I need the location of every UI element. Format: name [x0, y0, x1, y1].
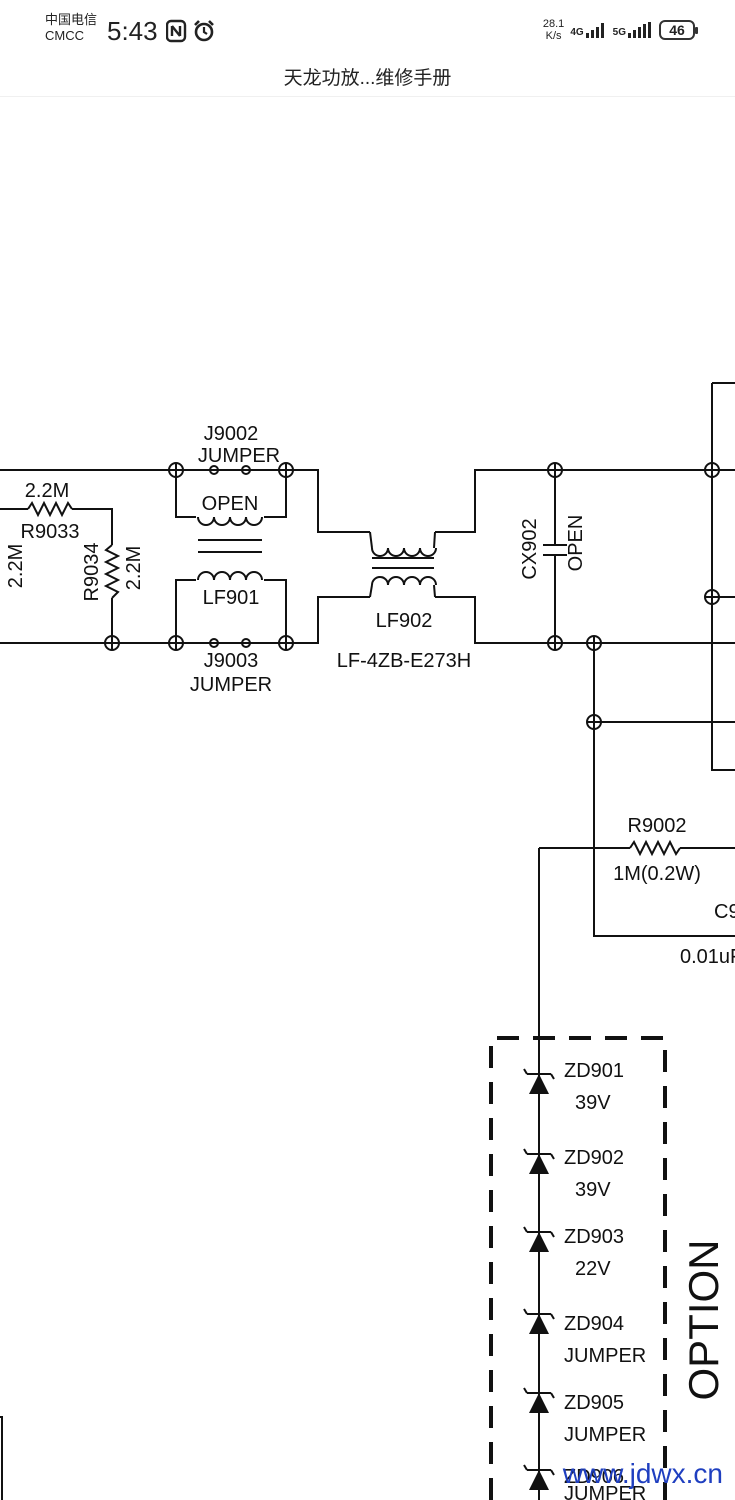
net-4g-label: 4G: [570, 27, 584, 38]
net-speed: 28.1 K/s: [543, 18, 564, 42]
zener-diode-icon: [523, 1068, 555, 1094]
zd901-value: 39V: [575, 1092, 611, 1114]
zd901-ref: ZD901: [564, 1060, 624, 1082]
nfc-icon: [165, 19, 187, 43]
left-resistor-value: 2.2M: [5, 544, 27, 588]
zd904-ref: ZD904: [564, 1313, 624, 1335]
r9034-value: 2.2M: [123, 546, 145, 590]
zener-diodes: [523, 1068, 555, 1490]
page-title: 天龙功放...维修手册: [283, 68, 452, 89]
option-boundary: [489, 1036, 667, 1500]
signal-5g: 5G: [613, 22, 653, 38]
resistor-symbols: [27, 500, 681, 857]
schematic-wires: [0, 382, 735, 1500]
zd904-value: JUMPER: [564, 1345, 646, 1367]
net-speed-unit: K/s: [545, 30, 562, 42]
r9002-ref: R9002: [628, 815, 687, 837]
battery-icon: 46: [659, 20, 698, 40]
jumper-open-label: OPEN: [202, 493, 259, 515]
cx902-ref: CX902: [519, 518, 541, 579]
signal-bars-icon: [628, 22, 651, 38]
zd905-value: JUMPER: [564, 1424, 646, 1446]
j9003-type: JUMPER: [190, 674, 272, 696]
lf901-label: LF901: [203, 587, 260, 609]
capacitor-cx902: [543, 544, 567, 556]
schematic-labels: J9002 JUMPER OPEN LF901 J9003 JUMPER 2.2…: [5, 423, 735, 1500]
net-speed-value: 28.1: [542, 18, 565, 30]
j9002-type: JUMPER: [198, 445, 280, 467]
lf902-part: LF-4ZB-E273H: [337, 650, 472, 672]
carrier-label: 中国电信 CMCC: [45, 12, 97, 44]
r9033-ref: R9033: [21, 521, 80, 543]
zd906-ref: ZD906: [564, 1466, 624, 1488]
inductor-symbols: [197, 516, 437, 598]
zener-diode-icon: [523, 1148, 555, 1174]
jumper-pins: [209, 465, 251, 648]
signal-4g: 4G: [570, 22, 606, 38]
zener-diode-icon: [523, 1226, 555, 1252]
zd902-ref: ZD902: [564, 1147, 624, 1169]
zd905-ref: ZD905: [564, 1392, 624, 1414]
status-icons: [165, 19, 216, 48]
alarm-icon: [194, 20, 214, 42]
zd902-value: 39V: [575, 1179, 611, 1201]
j9002-ref: J9002: [204, 423, 259, 445]
signal-bars-icon: [585, 23, 604, 38]
carrier-secondary: CMCC: [45, 28, 84, 43]
status-bar: 中国电信 CMCC 5:43 28.1 K/s 4G: [0, 0, 735, 62]
option-label: OPTION: [680, 1239, 727, 1400]
lf902-label: LF902: [376, 610, 433, 632]
cap-value: 0.01uF: [680, 946, 735, 968]
zener-diode-icon: [523, 1464, 555, 1490]
carrier-primary: 中国电信: [45, 12, 98, 27]
cx902-value: OPEN: [565, 515, 587, 572]
status-right: 28.1 K/s 4G 5G 46: [543, 16, 698, 44]
zd903-value: 22V: [575, 1258, 611, 1280]
r9034-ref: R9034: [81, 543, 103, 602]
zd906-value: JUMPER: [564, 1483, 646, 1500]
r9033-value: 2.2M: [25, 480, 69, 502]
junction-nodes: [104, 462, 720, 730]
net-5g-label: 5G: [612, 27, 626, 38]
c9-ref: C9: [714, 901, 735, 923]
r9002-value: 1M(0.2W): [613, 863, 701, 885]
zener-diode-icon: [523, 1308, 555, 1334]
watermark: www.jdwx.cn: [562, 1458, 723, 1489]
schematic-diagram[interactable]: J9002 JUMPER OPEN LF901 J9003 JUMPER 2.2…: [0, 96, 735, 1500]
zd903-ref: ZD903: [564, 1226, 624, 1248]
zener-diode-icon: [523, 1387, 555, 1413]
j9003-ref: J9003: [204, 650, 259, 672]
title-bar: 天龙功放...维修手册: [0, 62, 735, 97]
clock: 5:43: [107, 16, 158, 46]
